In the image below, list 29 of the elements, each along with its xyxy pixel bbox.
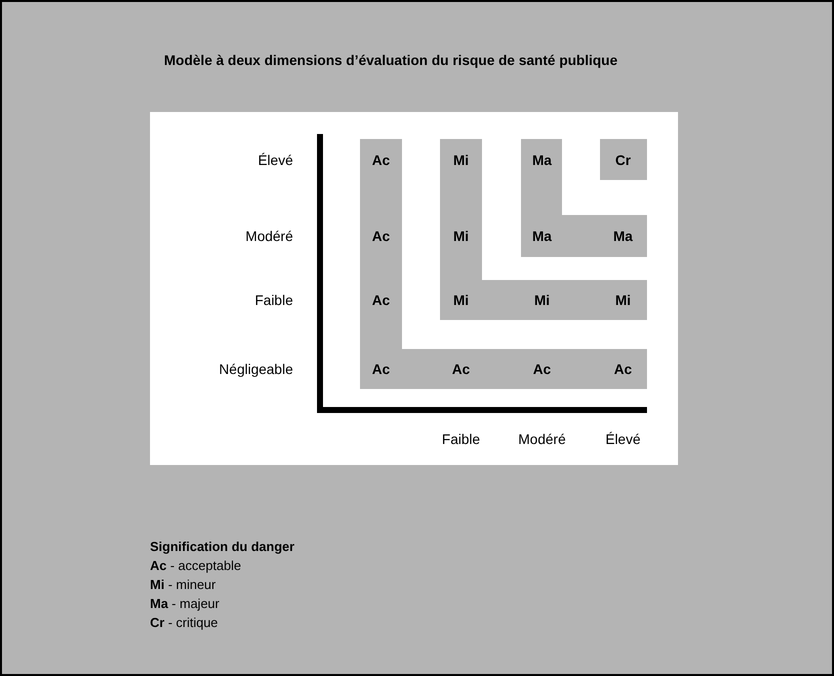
- legend-text: Ac - acceptable: [150, 559, 242, 572]
- axis-label: Modéré: [518, 432, 566, 446]
- axis-label: Faible: [442, 432, 480, 446]
- risk-level: Mi: [453, 153, 469, 167]
- risk-level: Ma: [532, 229, 552, 243]
- risk-level: Ac: [372, 293, 390, 307]
- risk-level: Cr: [615, 153, 631, 167]
- risk-level: Mi: [453, 293, 469, 307]
- legend-heading: Signification du danger: [150, 540, 294, 553]
- axis-label: Modéré: [246, 229, 293, 243]
- risk-level: Ma: [532, 153, 552, 167]
- risk-level: Ac: [614, 362, 632, 376]
- risk-level: Ac: [372, 153, 390, 167]
- risk-level: Mi: [615, 293, 631, 307]
- legend-text: Mi - mineur: [150, 578, 216, 591]
- risk-level: Mi: [453, 229, 469, 243]
- axis-label: Élevé: [258, 153, 293, 167]
- risk-level: Ac: [533, 362, 551, 376]
- axis-label: Négligeable: [219, 362, 293, 376]
- risk-level: Mi: [534, 293, 550, 307]
- risk-level: Ac: [452, 362, 470, 376]
- legend-text: Cr - critique: [150, 616, 218, 629]
- axis-label: Faible: [254, 293, 293, 307]
- title: Modèle à deux dimensions d’évaluation du risque de santé publique: [164, 51, 618, 70]
- legend-text: Ma - majeur: [150, 597, 220, 610]
- axis-label: Élevé: [605, 432, 641, 446]
- risk-level: Ac: [372, 362, 390, 376]
- risk-level: Ac: [372, 229, 390, 243]
- risk-level: Ma: [613, 229, 633, 243]
